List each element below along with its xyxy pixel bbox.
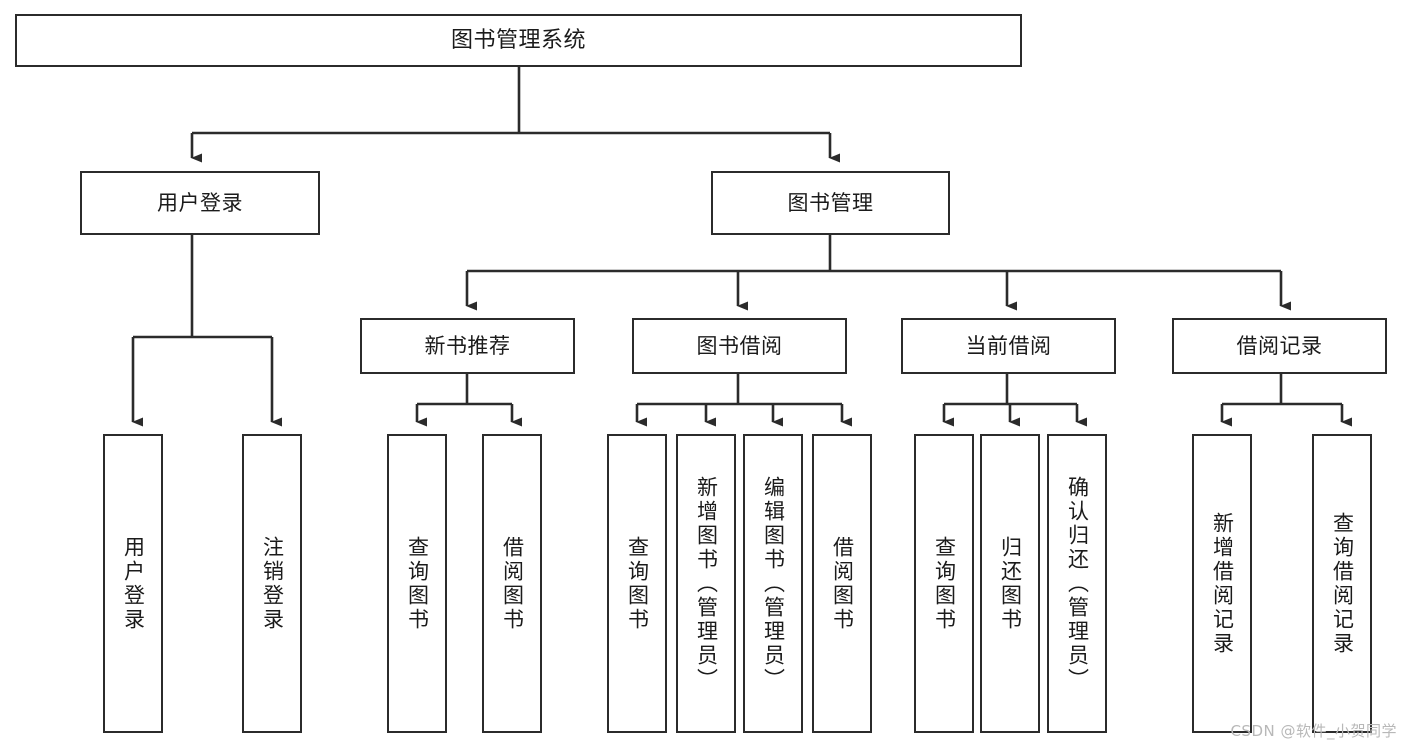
node-root[interactable]: 图书管理系统 — [15, 14, 1022, 67]
node-new-book-recommend[interactable]: 新书推荐 — [360, 318, 575, 374]
node-book-manage[interactable]: 图书管理 — [711, 171, 950, 235]
node-leaf-borrow-edit-book[interactable]: 编辑图书（管理员） — [743, 434, 803, 733]
node-leaf-borrow-edit-book-label: 编辑图书（管理员） — [761, 475, 786, 692]
node-current-borrow[interactable]: 当前借阅 — [901, 318, 1116, 374]
node-leaf-rec-query-record[interactable]: 查询借阅记录 — [1312, 434, 1372, 733]
node-leaf-user-logout-label: 注销登录 — [260, 535, 285, 632]
node-leaf-user-login-label: 用户登录 — [121, 535, 146, 632]
node-borrow-record[interactable]: 借阅记录 — [1172, 318, 1387, 374]
node-leaf-rec-borrow-book[interactable]: 借阅图书 — [482, 434, 542, 733]
node-leaf-rec-add-record[interactable]: 新增借阅记录 — [1192, 434, 1252, 733]
node-leaf-cur-return-book-label: 归还图书 — [998, 535, 1023, 632]
node-book-borrow-label: 图书借阅 — [696, 333, 783, 358]
node-leaf-user-logout[interactable]: 注销登录 — [242, 434, 302, 733]
node-leaf-rec-add-record-label: 新增借阅记录 — [1210, 511, 1235, 656]
node-leaf-cur-confirm-return-label: 确认归还（管理员） — [1065, 475, 1090, 692]
node-current-borrow-label: 当前借阅 — [965, 333, 1052, 358]
node-leaf-borrow-query-book-label: 查询图书 — [625, 535, 650, 632]
node-leaf-borrow-borrow-book-label: 借阅图书 — [830, 535, 855, 632]
node-leaf-rec-query-book-label: 查询图书 — [405, 535, 430, 632]
node-leaf-rec-borrow-book-label: 借阅图书 — [500, 535, 525, 632]
node-leaf-rec-query-record-label: 查询借阅记录 — [1330, 511, 1355, 656]
node-book-manage-label: 图书管理 — [787, 190, 874, 215]
watermark-text: CSDN @软件_小贺同学 — [1230, 722, 1397, 740]
node-user-login-label: 用户登录 — [157, 190, 243, 215]
node-leaf-cur-return-book[interactable]: 归还图书 — [980, 434, 1040, 733]
node-leaf-cur-query-book-label: 查询图书 — [932, 535, 957, 632]
node-leaf-borrow-add-book[interactable]: 新增图书（管理员） — [676, 434, 736, 733]
node-leaf-cur-query-book[interactable]: 查询图书 — [914, 434, 974, 733]
node-root-label: 图书管理系统 — [450, 27, 586, 53]
node-leaf-cur-confirm-return[interactable]: 确认归还（管理员） — [1047, 434, 1107, 733]
node-leaf-borrow-query-book[interactable]: 查询图书 — [607, 434, 667, 733]
node-borrow-record-label: 借阅记录 — [1236, 333, 1323, 358]
node-user-login[interactable]: 用户登录 — [80, 171, 320, 235]
node-leaf-user-login[interactable]: 用户登录 — [103, 434, 163, 733]
node-new-book-recommend-label: 新书推荐 — [424, 333, 511, 358]
node-leaf-borrow-add-book-label: 新增图书（管理员） — [694, 475, 719, 692]
node-leaf-borrow-borrow-book[interactable]: 借阅图书 — [812, 434, 872, 733]
node-book-borrow[interactable]: 图书借阅 — [632, 318, 847, 374]
node-leaf-rec-query-book[interactable]: 查询图书 — [387, 434, 447, 733]
